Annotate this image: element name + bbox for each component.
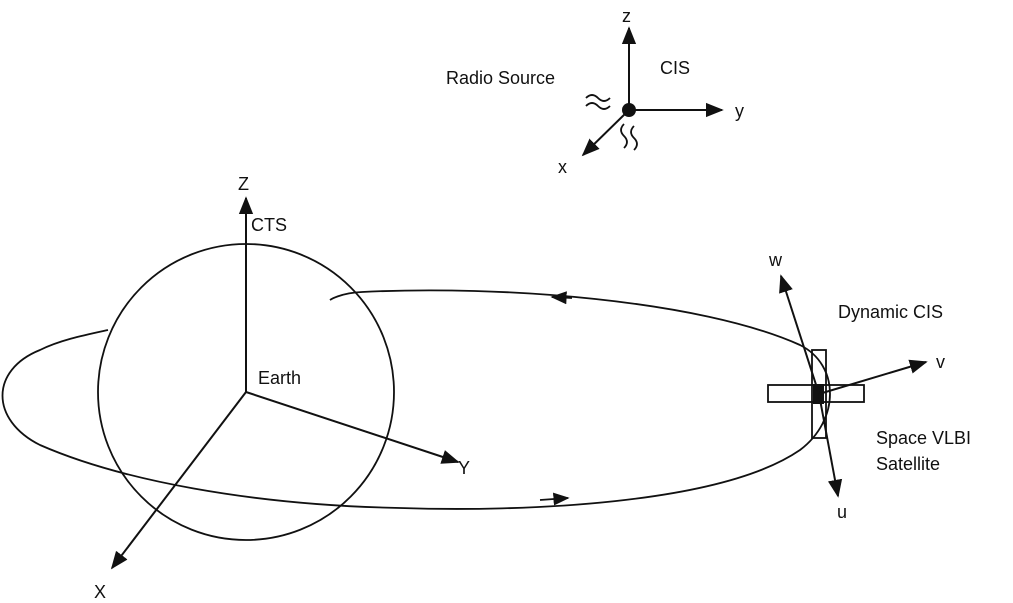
satellite-label: Satellite: [876, 454, 940, 474]
radio-source-dot: [622, 103, 636, 117]
cis-frame: [581, 26, 724, 157]
wave-icon: [585, 94, 611, 102]
wave-icon: [620, 123, 628, 149]
cis-label: CIS: [660, 58, 690, 78]
earth-y-label: Y: [458, 458, 470, 478]
satellite: [767, 274, 928, 498]
earth-x-label: X: [94, 582, 106, 602]
sat-v-axis: [818, 359, 928, 395]
sat-w-axis: [779, 274, 820, 395]
cis-x-axis: [581, 109, 630, 157]
wave-icon: [630, 125, 638, 151]
space-vlbi-label: Space VLBI: [876, 428, 971, 448]
cis-x-label: x: [558, 157, 567, 177]
solar-panel-vertical: [811, 349, 827, 439]
earth-x-axis: [110, 391, 247, 570]
sat-v-label: v: [936, 352, 945, 372]
orbit: [1, 289, 831, 510]
earth-label: Earth: [258, 368, 301, 388]
earth-axes: [110, 196, 460, 570]
orbit-arrow-bottom: [539, 492, 570, 506]
earth-z-label: Z: [238, 174, 249, 194]
wave-icon: [585, 102, 611, 110]
cis-z-label: z: [622, 6, 631, 26]
radio-source-label: Radio Source: [446, 68, 555, 88]
cts-label: CTS: [251, 215, 287, 235]
sat-u-label: u: [837, 502, 847, 522]
cis-y-label: y: [735, 101, 744, 121]
earth-y-axis: [245, 391, 460, 464]
orbit-arrow-top: [550, 291, 573, 305]
sat-u-axis: [818, 393, 843, 498]
sat-w-label: w: [768, 250, 783, 270]
dynamic-cis-label: Dynamic CIS: [838, 302, 943, 322]
